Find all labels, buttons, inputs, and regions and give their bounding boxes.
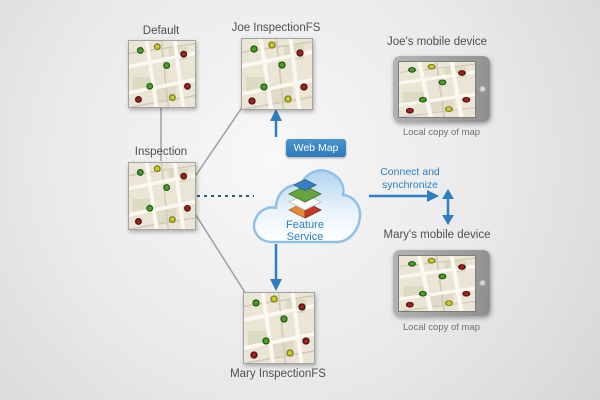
mary-tablet-device: [393, 250, 490, 316]
mary-inspectionfs-label: Mary InspectionFS: [230, 368, 326, 380]
default-replica-label: Default: [142, 25, 180, 37]
mary-device-title: Mary's mobile device: [383, 229, 491, 241]
joe-inspectionfs-label: Joe InspectionFS: [231, 22, 321, 34]
inspection-map-thumbnail: [128, 162, 196, 230]
joe-inspectionfs-map-thumbnail: [241, 38, 313, 110]
feature-service-label: Feature Service: [286, 219, 324, 243]
feature-layers-icon: [288, 179, 322, 219]
joe-tablet-device: [393, 56, 490, 122]
feature-service-cloud: [248, 158, 362, 254]
mary-tablet-home-button-icon: [479, 279, 486, 287]
joe-fs-upload-arrow: [270, 109, 282, 137]
joe-local-copy-caption: Local copy of map: [402, 127, 481, 138]
mary-tablet-screen: [398, 255, 476, 312]
mary-inspectionfs-map-thumbnail: [243, 292, 315, 364]
default-map-thumbnail: [128, 40, 196, 108]
inspection-replica-label: Inspection: [134, 146, 188, 158]
connect-synchronize-label: Connect and synchronize: [380, 166, 440, 191]
web-map-badge: Web Map: [286, 139, 346, 157]
device-sync-double-arrow: [442, 189, 454, 225]
joe-tablet-screen: [398, 61, 476, 118]
joe-tablet-home-button-icon: [479, 85, 486, 93]
mary-local-copy-caption: Local copy of map: [402, 322, 481, 333]
connect-synchronize-arrow: [369, 190, 439, 202]
joe-device-title: Joe's mobile device: [387, 36, 487, 48]
